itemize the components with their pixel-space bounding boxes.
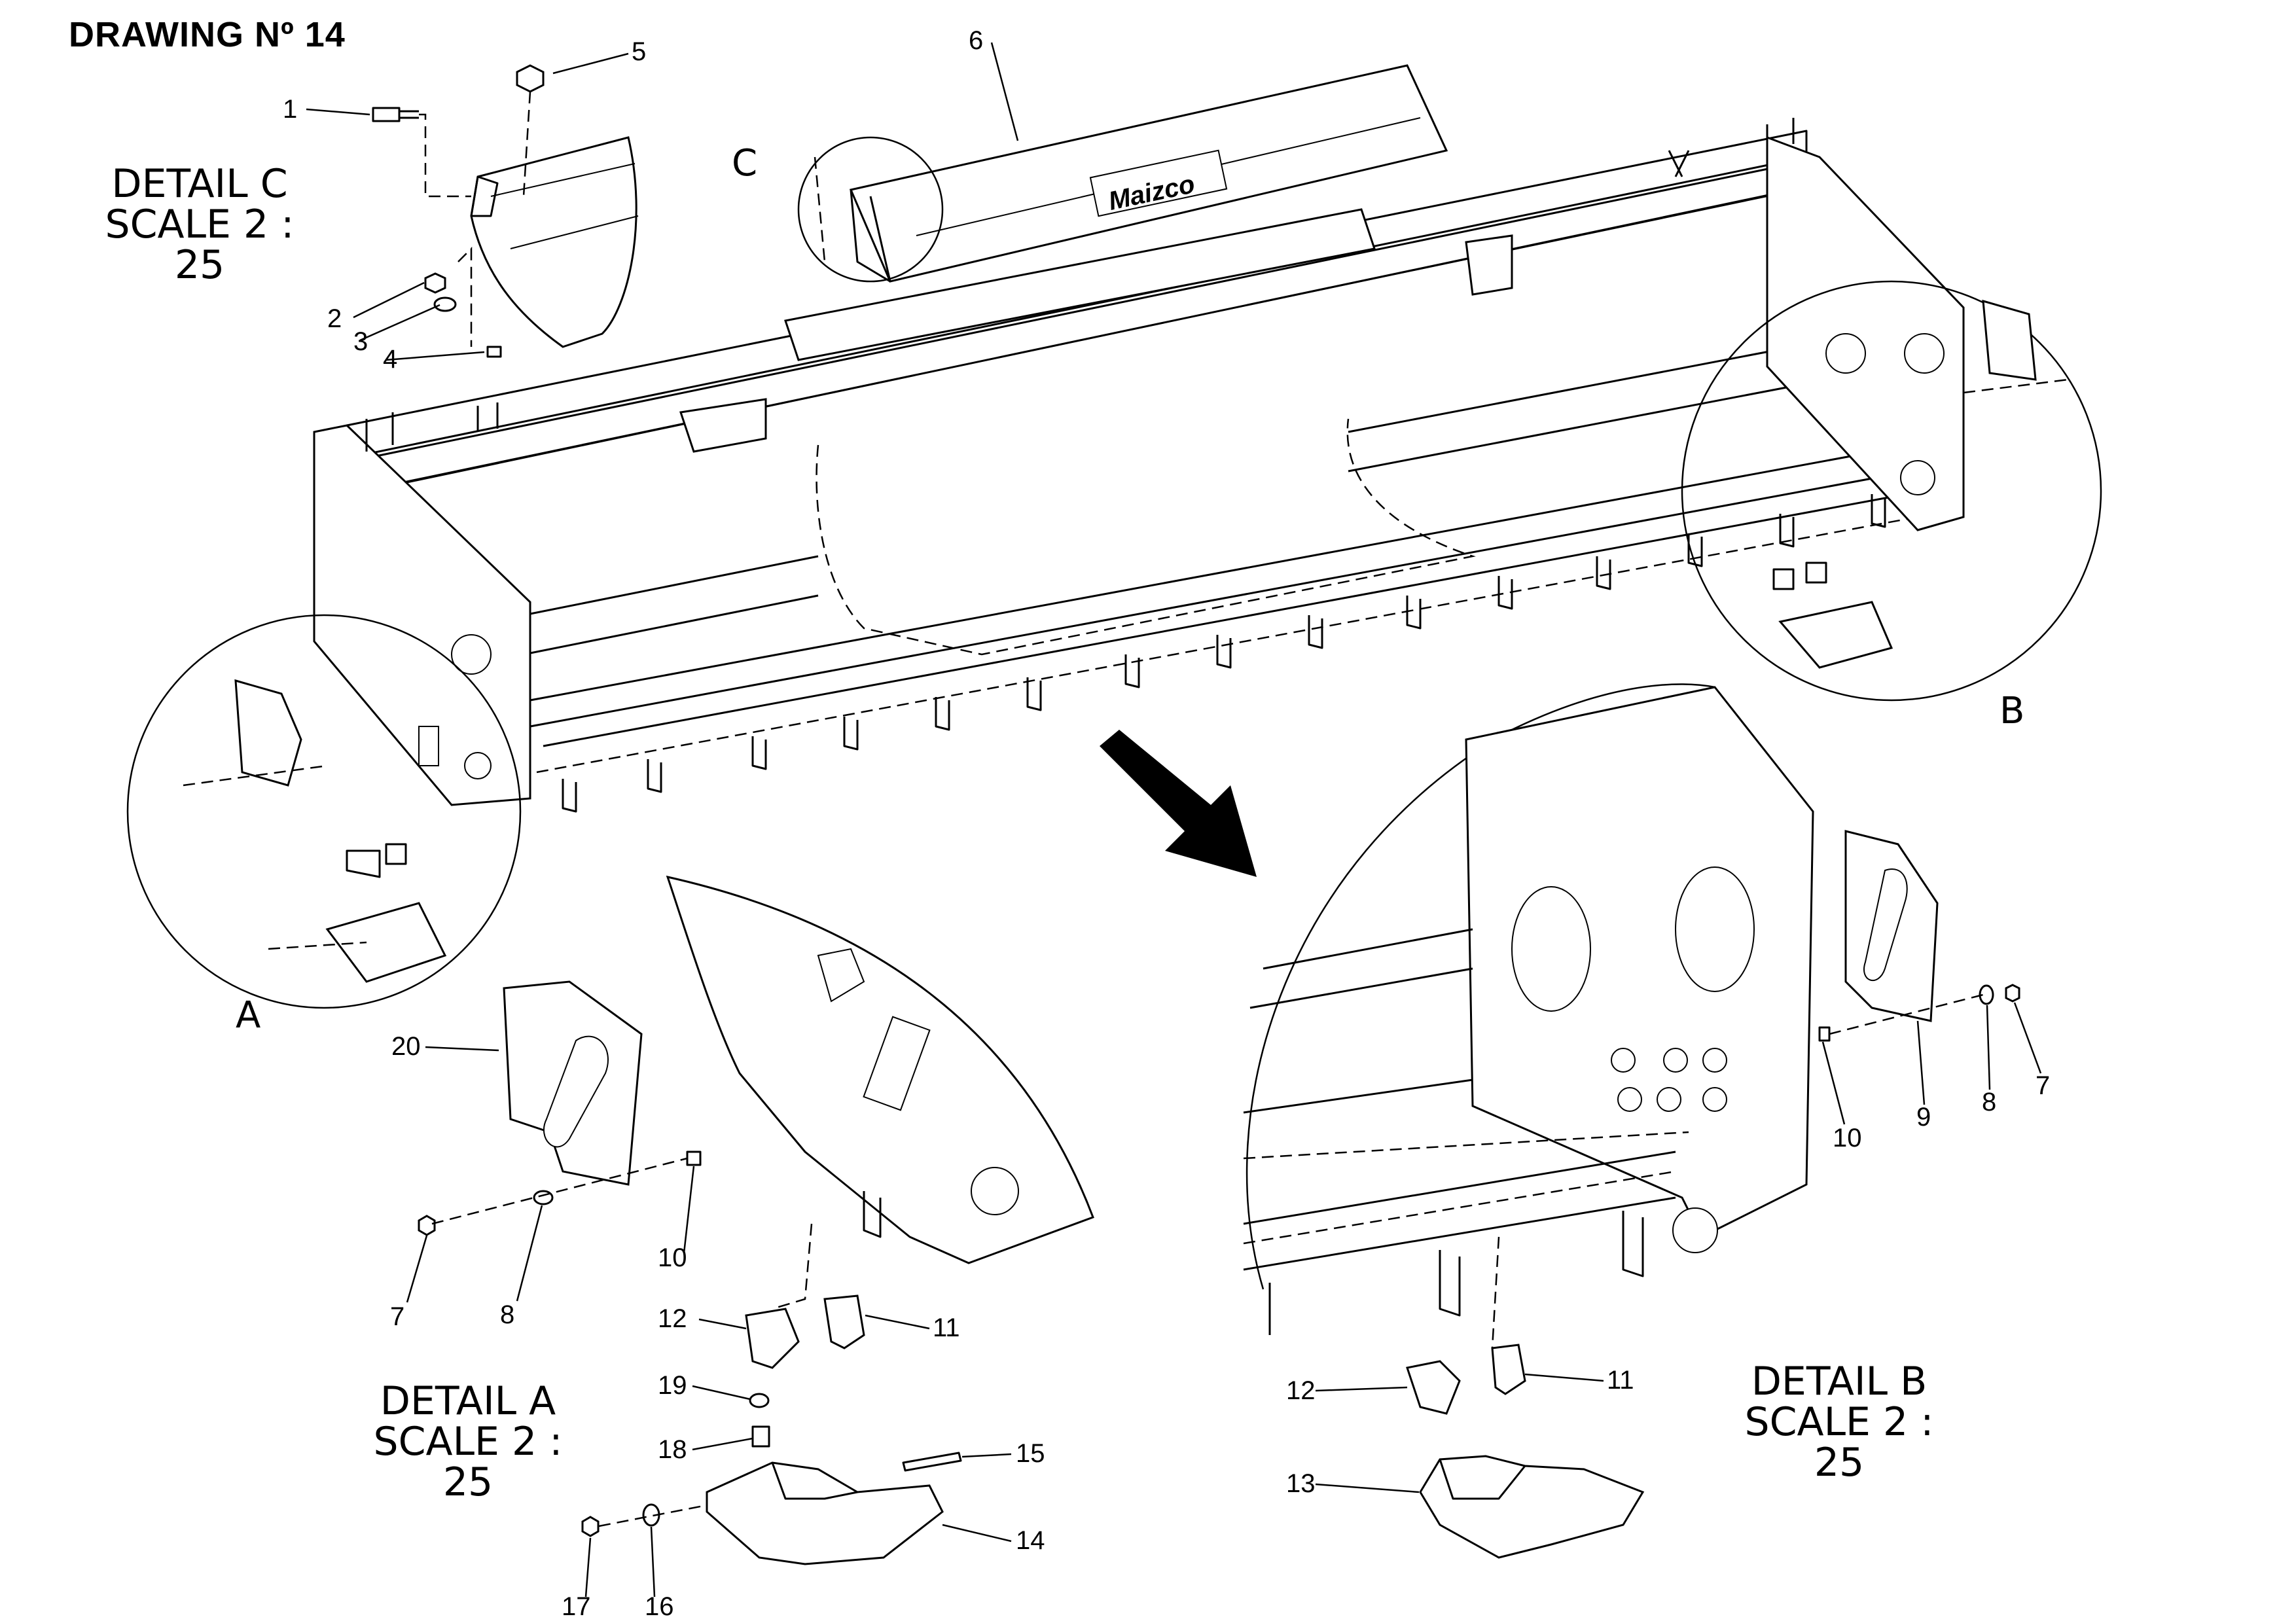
callout-a-17: 17: [562, 1592, 591, 1621]
callout-a-15: 15: [1016, 1439, 1045, 1468]
callout-b-8: 8: [1982, 1088, 1996, 1116]
callout-a-14: 14: [1016, 1526, 1045, 1555]
detail-b-enlarged: [1243, 683, 2020, 1559]
callout-a-16: 16: [645, 1592, 674, 1621]
callout-leaders: [306, 42, 2042, 1597]
detail-a-label: DETAIL A SCALE 2 : 25: [347, 1381, 589, 1503]
detail-c-scale: SCALE 2 : 25: [105, 202, 295, 288]
drawing-title: DRAWING Nº 14: [69, 15, 346, 54]
callout-b-12: 12: [1286, 1376, 1316, 1405]
detail-c-label: DETAIL C SCALE 2 : 25: [79, 164, 321, 285]
callout-a-7: 7: [390, 1302, 404, 1331]
detail-a-enlarged: [418, 875, 1094, 1565]
header-main-assembly: [313, 118, 1965, 806]
header-teeth: [562, 494, 1886, 813]
detail-c-end-cover: [372, 64, 639, 358]
callout-6: 6: [969, 26, 983, 55]
detail-b-letter: B: [2000, 690, 2024, 732]
top-cover-part-6: Maizco: [849, 64, 1448, 283]
callout-numbers: 1 5 6 2 3 4 20 10 7 8 12 11 19 18 15 14 …: [283, 26, 2050, 1621]
detail-a-scale: SCALE 2 : 25: [373, 1419, 563, 1505]
detail-c-letter: C: [732, 142, 757, 185]
detail-b-title: DETAIL B: [1751, 1359, 1928, 1404]
callout-b-7: 7: [2036, 1071, 2050, 1100]
detail-a-title: DETAIL A: [380, 1378, 556, 1424]
callout-a-12: 12: [658, 1304, 687, 1333]
detail-a-letter: A: [236, 994, 260, 1037]
callout-a-11: 11: [933, 1313, 960, 1342]
detail-a-circle: A: [126, 614, 522, 1037]
direction-arrow: [1100, 730, 1257, 877]
callout-b-10: 10: [1833, 1124, 1862, 1152]
detail-b-label: DETAIL B SCALE 2 : 25: [1718, 1361, 1960, 1483]
callout-a-18: 18: [658, 1435, 687, 1464]
callout-3: 3: [353, 327, 368, 356]
callout-a-20: 20: [391, 1032, 421, 1061]
callout-2: 2: [327, 304, 342, 333]
page-number: 47: [0, 1584, 4, 1609]
callout-4: 4: [383, 345, 397, 374]
callout-5: 5: [632, 37, 646, 66]
callout-b-9: 9: [1916, 1103, 1931, 1132]
detail-b-scale: SCALE 2 : 25: [1744, 1399, 1934, 1486]
callout-a-19: 19: [658, 1371, 687, 1400]
detail-c-circle: C: [732, 136, 944, 283]
detail-c-title: DETAIL C: [111, 161, 288, 207]
callout-b-13: 13: [1286, 1469, 1316, 1498]
callout-a-8: 8: [500, 1300, 514, 1329]
callout-b-11: 11: [1607, 1366, 1634, 1395]
detail-b-circle: B: [1681, 280, 2102, 732]
callout-a-10: 10: [658, 1243, 687, 1272]
callout-1: 1: [283, 95, 297, 124]
